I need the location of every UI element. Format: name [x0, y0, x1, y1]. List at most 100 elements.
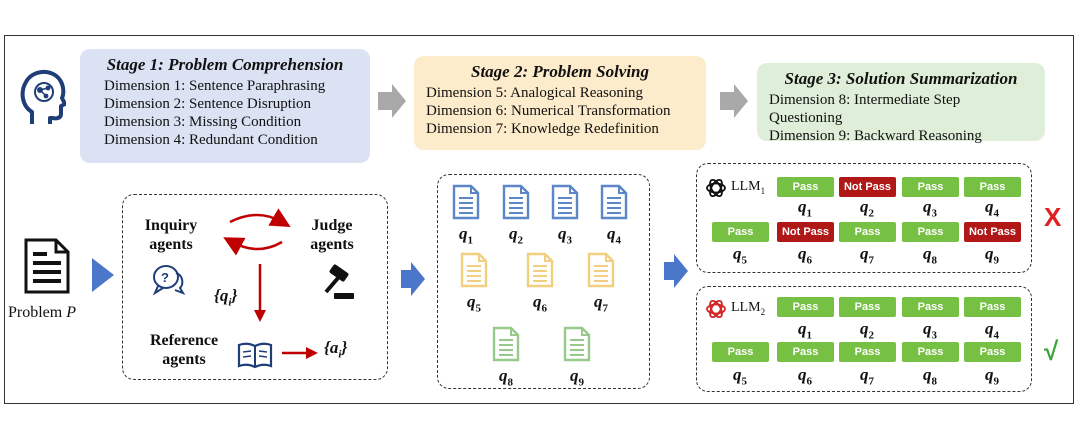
- llm-1-box: [696, 163, 1032, 273]
- result-question-label: q8: [923, 244, 937, 267]
- question-label: q6: [533, 292, 547, 315]
- stage-arrow-2: [720, 84, 748, 118]
- result-badge: Not Pass: [964, 222, 1021, 242]
- question-document-icon: [563, 326, 591, 362]
- question-label: q3: [558, 224, 572, 247]
- inquiry-agents-label: Inquiry agents: [144, 217, 198, 253]
- result-question-label: q9: [985, 365, 999, 388]
- question-document-icon: [460, 252, 488, 288]
- question-chat-icon: ?: [152, 265, 186, 296]
- stage-arrow-1: [378, 84, 406, 118]
- result-badge: Pass: [839, 222, 896, 242]
- result-question-label: q4: [985, 319, 999, 342]
- result-question-label: q5: [733, 244, 747, 267]
- result-question-label: q7: [860, 365, 874, 388]
- dimension-8: Dimension 8: Intermediate Step Questioni…: [769, 92, 961, 126]
- openai-logo-icon: [706, 178, 726, 198]
- question-label: q1: [459, 224, 473, 247]
- result-badge: Pass: [964, 177, 1021, 197]
- result-question-label: q4: [985, 197, 999, 220]
- reference-agents-label: Reference agents: [149, 332, 219, 368]
- open-book-icon: [237, 342, 273, 369]
- questions-set: {qi}: [214, 286, 238, 309]
- stage-1-title: Stage 1: Problem Comprehension: [106, 55, 344, 74]
- question-document-icon: [551, 184, 579, 220]
- result-question-label: q5: [733, 365, 747, 388]
- dimension-1: Dimension 1: Sentence Paraphrasing: [104, 78, 326, 94]
- result-question-label: q2: [860, 319, 874, 342]
- problem-label: Problem P: [8, 304, 76, 321]
- result-badge: Pass: [777, 342, 834, 362]
- down-arrow: [254, 264, 266, 322]
- question-label: q4: [607, 224, 621, 247]
- brain-head-icon: [20, 70, 66, 124]
- dimension-9: Dimension 9: Backward Reasoning: [769, 128, 982, 144]
- question-label: q2: [509, 224, 523, 247]
- result-badge: Pass: [902, 222, 959, 242]
- result-badge: Pass: [712, 342, 769, 362]
- dimension-3: Dimension 3: Missing Condition: [104, 114, 302, 130]
- flow-arrow-3: [664, 254, 688, 288]
- question-document-icon: [492, 326, 520, 362]
- result-question-label: q7: [860, 244, 874, 267]
- question-document-icon: [452, 184, 480, 220]
- result-badge: Pass: [712, 222, 769, 242]
- result-badge: Pass: [964, 342, 1021, 362]
- question-document-icon: [502, 184, 530, 220]
- llm-2-box: [696, 286, 1032, 392]
- llm-1-verdict: X: [1044, 202, 1062, 232]
- question-label: q8: [499, 366, 513, 389]
- result-question-label: q1: [798, 197, 812, 220]
- stage-3-title: Stage 3: Solution Summarization: [784, 69, 1018, 88]
- question-document-icon: [526, 252, 554, 288]
- stage-2-title: Stage 2: Problem Solving: [470, 62, 650, 81]
- svg-text:?: ?: [161, 270, 169, 285]
- agents-box: [122, 194, 388, 380]
- result-badge: Not Pass: [839, 177, 896, 197]
- stage-2-box: Stage 2: Problem Solving Dimension 5: An…: [414, 56, 706, 150]
- result-badge: Pass: [777, 177, 834, 197]
- stage-1-box: Stage 1: Problem Comprehension Dimension…: [80, 49, 370, 163]
- result-question-label: q6: [798, 365, 812, 388]
- result-badge: Pass: [902, 342, 959, 362]
- questions-box: [437, 174, 650, 389]
- flow-arrow-2: [401, 262, 425, 296]
- question-document-icon: [587, 252, 615, 288]
- result-question-label: q3: [923, 319, 937, 342]
- result-badge: Not Pass: [777, 222, 834, 242]
- result-question-label: q8: [923, 365, 937, 388]
- result-question-label: q3: [923, 197, 937, 220]
- question-label: q5: [467, 292, 481, 315]
- result-question-label: q1: [798, 319, 812, 342]
- result-badge: Pass: [964, 297, 1021, 317]
- question-label: q7: [594, 292, 608, 315]
- result-badge: Pass: [902, 177, 959, 197]
- question-document-icon: [600, 184, 628, 220]
- llm-1-label: LLM1: [731, 179, 766, 196]
- dimension-7: Dimension 7: Knowledge Redefinition: [426, 121, 659, 137]
- result-badge: Pass: [777, 297, 834, 317]
- result-question-label: q9: [985, 244, 999, 267]
- problem-document-icon: [24, 238, 70, 294]
- question-label: q9: [570, 366, 584, 389]
- flow-arrow-1: [92, 258, 114, 292]
- openai-logo-red-icon: [706, 299, 726, 319]
- stage-3-box: Stage 3: Solution Summarization Dimensio…: [757, 63, 1045, 144]
- result-badge: Pass: [902, 297, 959, 317]
- dimension-2: Dimension 2: Sentence Disruption: [104, 96, 312, 112]
- llm-2-label: LLM2: [731, 300, 766, 317]
- right-arrow: [282, 347, 318, 359]
- dimension-4: Dimension 4: Redundant Condition: [104, 132, 318, 148]
- result-badge: Pass: [839, 342, 896, 362]
- dimension-5: Dimension 5: Analogical Reasoning: [426, 85, 644, 101]
- judge-agents-label: Judge agents: [310, 217, 354, 253]
- answers-set: {ai}: [324, 338, 348, 361]
- gavel-icon: [324, 264, 354, 299]
- dimension-6: Dimension 6: Numerical Transformation: [426, 103, 671, 119]
- result-question-label: q6: [798, 244, 812, 267]
- result-question-label: q2: [860, 197, 874, 220]
- figure-frame: [4, 35, 1074, 404]
- cycle-arrows: [223, 208, 291, 256]
- result-badge: Pass: [839, 297, 896, 317]
- llm-2-verdict: √: [1044, 336, 1059, 366]
